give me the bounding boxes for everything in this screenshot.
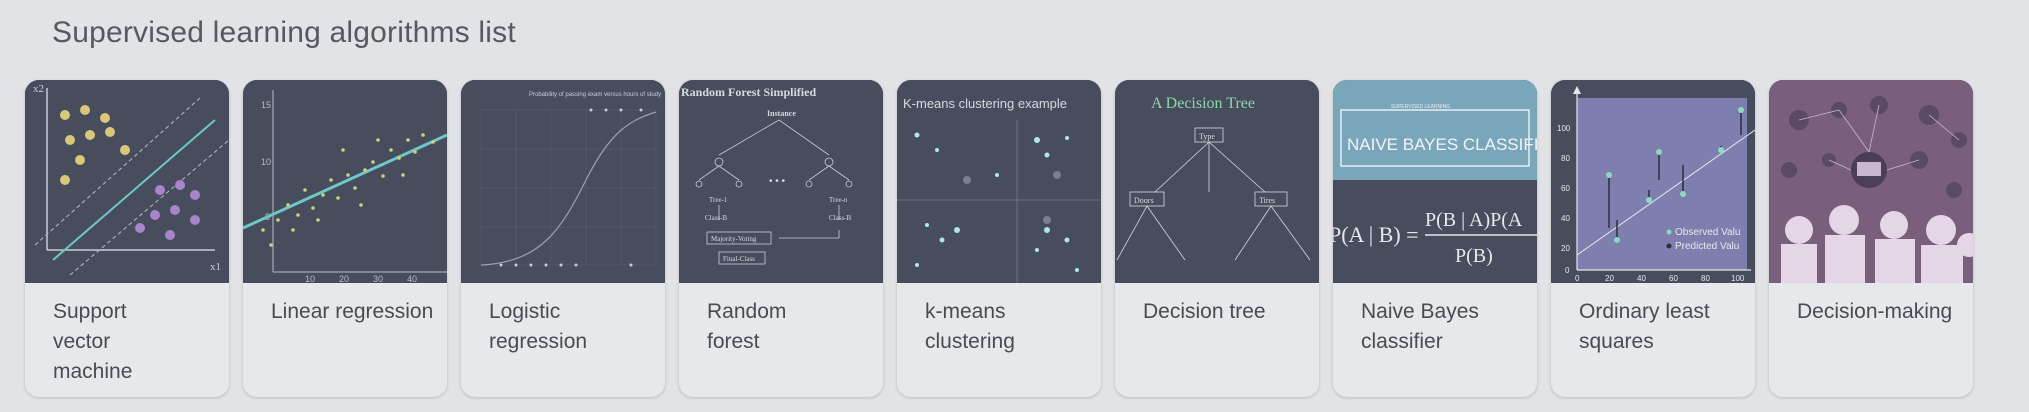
tick-x: 20 xyxy=(1605,274,1614,283)
formula-denominator: P(B) xyxy=(1455,245,1493,267)
tree-n-label: Tree-n xyxy=(829,196,848,204)
node-root: Type xyxy=(1199,132,1215,141)
tick-y: 80 xyxy=(1561,154,1570,163)
tree-1-label: Tree-1 xyxy=(709,196,728,204)
class-label: Class-B xyxy=(829,214,852,222)
tick-x: 40 xyxy=(1637,274,1646,283)
class-label: Class-B xyxy=(705,214,728,222)
card-support-vector-machine[interactable]: x1 x2 Support vector machine xyxy=(25,80,229,397)
card-linear-regression[interactable]: 15 10 5 10 20 30 40 Linear regression xyxy=(243,80,447,397)
kmeans-scatter-icon: K-means clustering example xyxy=(897,80,1101,283)
card-random-forest[interactable]: Random Forest Simplified Instance • • • … xyxy=(679,80,883,397)
tick-x: 60 xyxy=(1669,274,1678,283)
chart-title: Probability of passing exam versus hours… xyxy=(529,92,661,98)
card-naive-bayes-classifier[interactable]: SUPERVISED LEARNING NAIVE BAYES CLASSIFI… xyxy=(1333,80,1537,397)
card-label: Support vector machine xyxy=(53,300,133,383)
node-left: Doors xyxy=(1134,196,1154,205)
card-label: Decision tree xyxy=(1143,300,1266,323)
people-network-icon xyxy=(1769,80,1973,283)
formula-lhs: P(A | B) = xyxy=(1333,222,1419,247)
diagram-title: Random Forest Simplified xyxy=(681,85,816,99)
majority-voting-label: Majority-Voting xyxy=(711,235,757,243)
tick-x: 20 xyxy=(339,274,349,283)
tick-y: 15 xyxy=(261,100,271,110)
tick-x: 80 xyxy=(1701,274,1710,283)
ols-scatter-icon: 100 80 60 40 20 0 0 20 40 60 80 100 xyxy=(1551,80,1755,283)
tick-x: 0 xyxy=(1575,274,1580,283)
tick-y: 100 xyxy=(1557,124,1571,133)
decision-tree-diagram-icon: A Decision Tree Type Doors Tires xyxy=(1115,80,1319,283)
card-decision-tree[interactable]: A Decision Tree Type Doors Tires Decisio… xyxy=(1115,80,1319,397)
tick-y: 60 xyxy=(1561,184,1570,193)
diagram-instance: Instance xyxy=(767,109,796,118)
formula-numerator: P(B | A)P(A xyxy=(1425,209,1523,231)
legend-predicted: Predicted Valu xyxy=(1675,241,1739,252)
final-class-label: Final-Class xyxy=(723,255,755,263)
tick-y: 0 xyxy=(1565,266,1570,275)
axis-x1-label: x1 xyxy=(210,261,221,273)
card-k-means-clustering[interactable]: K-means clustering example k-means clust… xyxy=(897,80,1101,397)
bayes-formula-icon: SUPERVISED LEARNING NAIVE BAYES CLASSIFI… xyxy=(1333,80,1537,283)
linear-regression-plot-icon: 15 10 5 10 20 30 40 xyxy=(243,80,447,283)
tick-x: 10 xyxy=(305,274,315,283)
svm-plot-icon: x1 x2 xyxy=(25,80,229,283)
card-label: Ordinary least squares xyxy=(1579,300,1710,353)
page-title: Supervised learning algorithms list xyxy=(52,16,516,49)
card-label: Decision-making xyxy=(1797,300,1953,323)
card-ordinary-least-squares[interactable]: 100 80 60 40 20 0 0 20 40 60 80 100 xyxy=(1551,80,1755,397)
legend-observed: Observed Valu xyxy=(1675,227,1740,238)
tick-y: 20 xyxy=(1561,244,1570,253)
ellipsis: • • • xyxy=(769,176,786,187)
card-logistic-regression[interactable]: Probability of passing exam versus hours… xyxy=(461,80,665,397)
card-label: Naive Bayes classifier xyxy=(1361,300,1479,353)
card-label: Random forest xyxy=(707,300,787,353)
tick-x: 100 xyxy=(1731,274,1745,283)
logistic-curve-plot-icon: Probability of passing exam versus hours… xyxy=(461,80,665,283)
diagram-title: A Decision Tree xyxy=(1151,95,1255,112)
tick-y: 40 xyxy=(1561,214,1570,223)
card-label: Linear regression xyxy=(271,300,434,323)
chart-title: K-means clustering example xyxy=(903,96,1067,111)
tick-y: 10 xyxy=(261,157,271,167)
banner-title: NAIVE BAYES CLASSIFIER xyxy=(1347,135,1537,154)
random-forest-diagram-icon: Random Forest Simplified Instance • • • … xyxy=(679,80,883,283)
tick-x: 30 xyxy=(373,274,383,283)
card-label: Logistic regression xyxy=(489,300,588,353)
algorithm-card-list: x1 x2 Support vector machine 15 10 5 10 … xyxy=(25,80,1973,397)
card-decision-making[interactable]: Decision-making xyxy=(1769,80,1973,397)
axis-x2-label: x2 xyxy=(33,83,44,95)
node-right: Tires xyxy=(1259,196,1275,205)
card-label: k-means clustering xyxy=(925,300,1015,353)
banner-small: SUPERVISED LEARNING xyxy=(1391,104,1450,110)
tick-x: 40 xyxy=(407,274,417,283)
